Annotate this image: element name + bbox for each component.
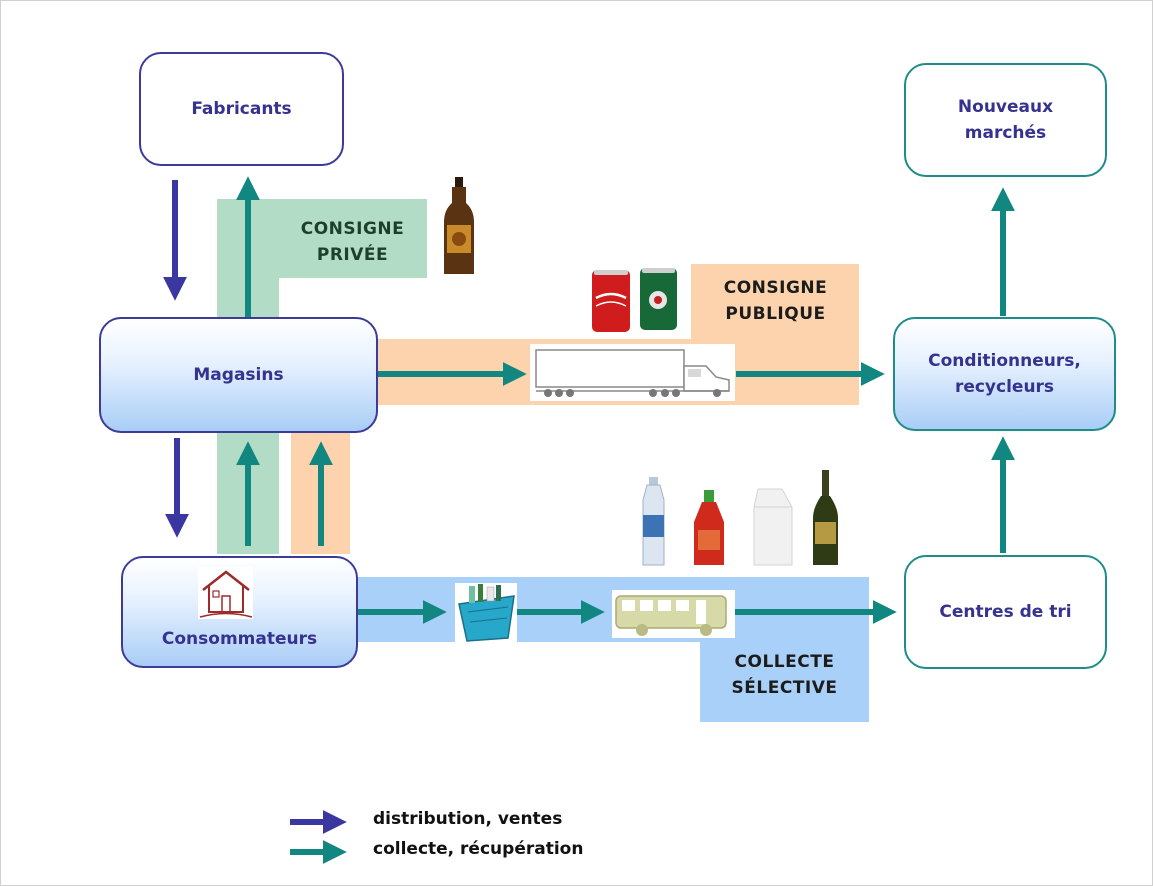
node-centres-de-tri-label: Centres de tri bbox=[939, 601, 1072, 622]
node-nouveaux-marches-label-1: Nouveaux bbox=[957, 96, 1054, 117]
collecte-selective-line-1: COLLECTE bbox=[734, 652, 835, 672]
consigne-privee-line-1: CONSIGNE bbox=[300, 219, 405, 239]
truck-icon bbox=[530, 344, 735, 401]
node-conditionneurs-label-1: Conditionneurs, bbox=[928, 350, 1081, 371]
legend-distribution-label: distribution, ventes bbox=[373, 809, 563, 829]
node-fabricants: Fabricants bbox=[139, 52, 344, 166]
legend-collecte-label: collecte, récupération bbox=[373, 839, 584, 859]
wine-bottle-icon bbox=[813, 470, 838, 565]
node-magasins: Magasins bbox=[99, 317, 378, 433]
consigne-publique-line-1: CONSIGNE bbox=[723, 278, 828, 298]
consigne-privee-line-2: PRIVÉE bbox=[316, 244, 389, 265]
beer-bottle-icon bbox=[444, 177, 474, 274]
milk-carton-icon bbox=[753, 488, 793, 566]
node-fabricants-label: Fabricants bbox=[191, 98, 292, 119]
node-conditionneurs-label-2: recycleurs bbox=[954, 377, 1055, 397]
node-conditionneurs-recycleurs: Conditionneurs, recycleurs bbox=[893, 317, 1116, 431]
node-centres-de-tri: Centres de tri bbox=[904, 555, 1107, 669]
node-magasins-label: Magasins bbox=[193, 364, 284, 385]
zone-consigne-privee-label: CONSIGNE PRIVÉE bbox=[280, 217, 425, 268]
node-nouveaux-marches: Nouveaux marchés bbox=[904, 63, 1107, 177]
water-bottle-icon bbox=[642, 477, 665, 566]
node-nouveaux-marches-label-2: marchés bbox=[964, 123, 1047, 143]
collecte-selective-line-2: SÉLECTIVE bbox=[731, 677, 838, 698]
soda-can-icon bbox=[592, 270, 630, 332]
recycling-bin-icon bbox=[455, 583, 517, 643]
bus-icon bbox=[612, 590, 735, 638]
house-icon-overlay bbox=[198, 567, 253, 619]
zone-collecte-selective-label: COLLECTE SÉLECTIVE bbox=[702, 650, 867, 701]
zone-consigne-publique-label: CONSIGNE PUBLIQUE bbox=[693, 276, 858, 327]
ketchup-bottle-icon bbox=[694, 490, 724, 565]
node-consommateurs-label: Consommateurs bbox=[161, 628, 318, 649]
consigne-publique-line-2: PUBLIQUE bbox=[725, 303, 826, 324]
beer-can-icon bbox=[640, 268, 677, 330]
